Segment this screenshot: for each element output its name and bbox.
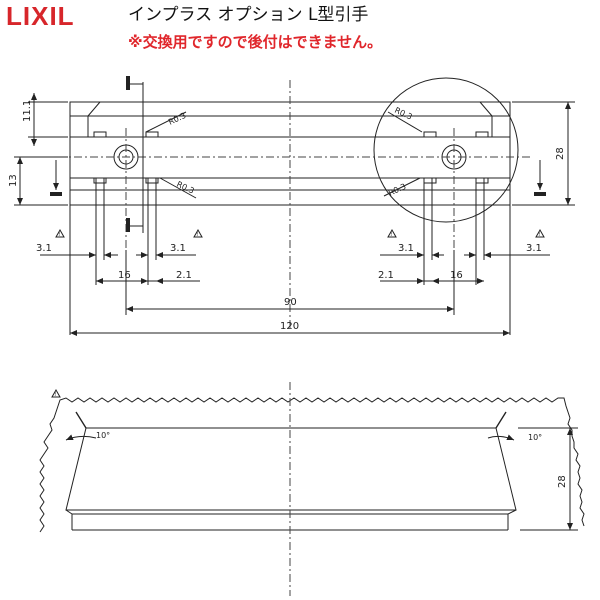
radius-label-1: R0.3 xyxy=(167,111,187,127)
angle-label-right: 10° xyxy=(528,433,542,442)
svg-text:!: ! xyxy=(54,391,56,398)
plan-view xyxy=(14,76,575,336)
dim-3-1-c: 3.1 xyxy=(398,243,414,254)
detail-circle xyxy=(373,77,519,223)
page-title: インプラス オプション L型引手 xyxy=(128,5,369,25)
radius-label-3: R0.3 xyxy=(393,106,413,122)
dim-3-1-b: 3.1 xyxy=(170,243,186,254)
dim-3-1-a: 3.1 xyxy=(36,243,52,254)
caution-triangle-section xyxy=(51,388,61,398)
dim-3-1-d: 3.1 xyxy=(526,243,542,254)
caution-triangle xyxy=(55,228,545,238)
dim-2-1-a: 2.1 xyxy=(176,270,192,281)
angle-label-left: 10° xyxy=(96,431,110,440)
radius-label-4: R0.3 xyxy=(387,182,407,198)
dim-16-a: 16 xyxy=(118,270,131,281)
svg-text:!: ! xyxy=(538,231,540,238)
dim-28-section: 28 xyxy=(557,475,568,488)
lixil-logo: LIXIL xyxy=(6,1,75,31)
dim-16-b: 16 xyxy=(450,270,463,281)
svg-text:!: ! xyxy=(390,231,392,238)
dim-2-1-b: 2.1 xyxy=(378,270,394,281)
section-view xyxy=(39,382,585,596)
technical-drawing: 11.1 13 28 R0.3 R0.3 R0.3 R0.3 3.1 3.1 3… xyxy=(8,76,585,596)
radius-label-2: R0.3 xyxy=(175,180,195,196)
dim-11-1: 11.1 xyxy=(22,100,33,122)
dim-90: 90 xyxy=(284,297,297,308)
svg-text:!: ! xyxy=(196,231,198,238)
dim-13: 13 xyxy=(8,174,19,187)
dim-28-plan: 28 xyxy=(555,147,566,160)
retrofit-notice: ※交換用ですので後付はできません。 xyxy=(128,33,383,51)
svg-text:!: ! xyxy=(58,231,60,238)
dim-120: 120 xyxy=(280,321,299,332)
header: LIXIL インプラス オプション L型引手 ※交換用ですので後付はできません。 xyxy=(0,0,600,62)
handle-profile xyxy=(65,427,517,511)
break-line xyxy=(39,397,585,533)
